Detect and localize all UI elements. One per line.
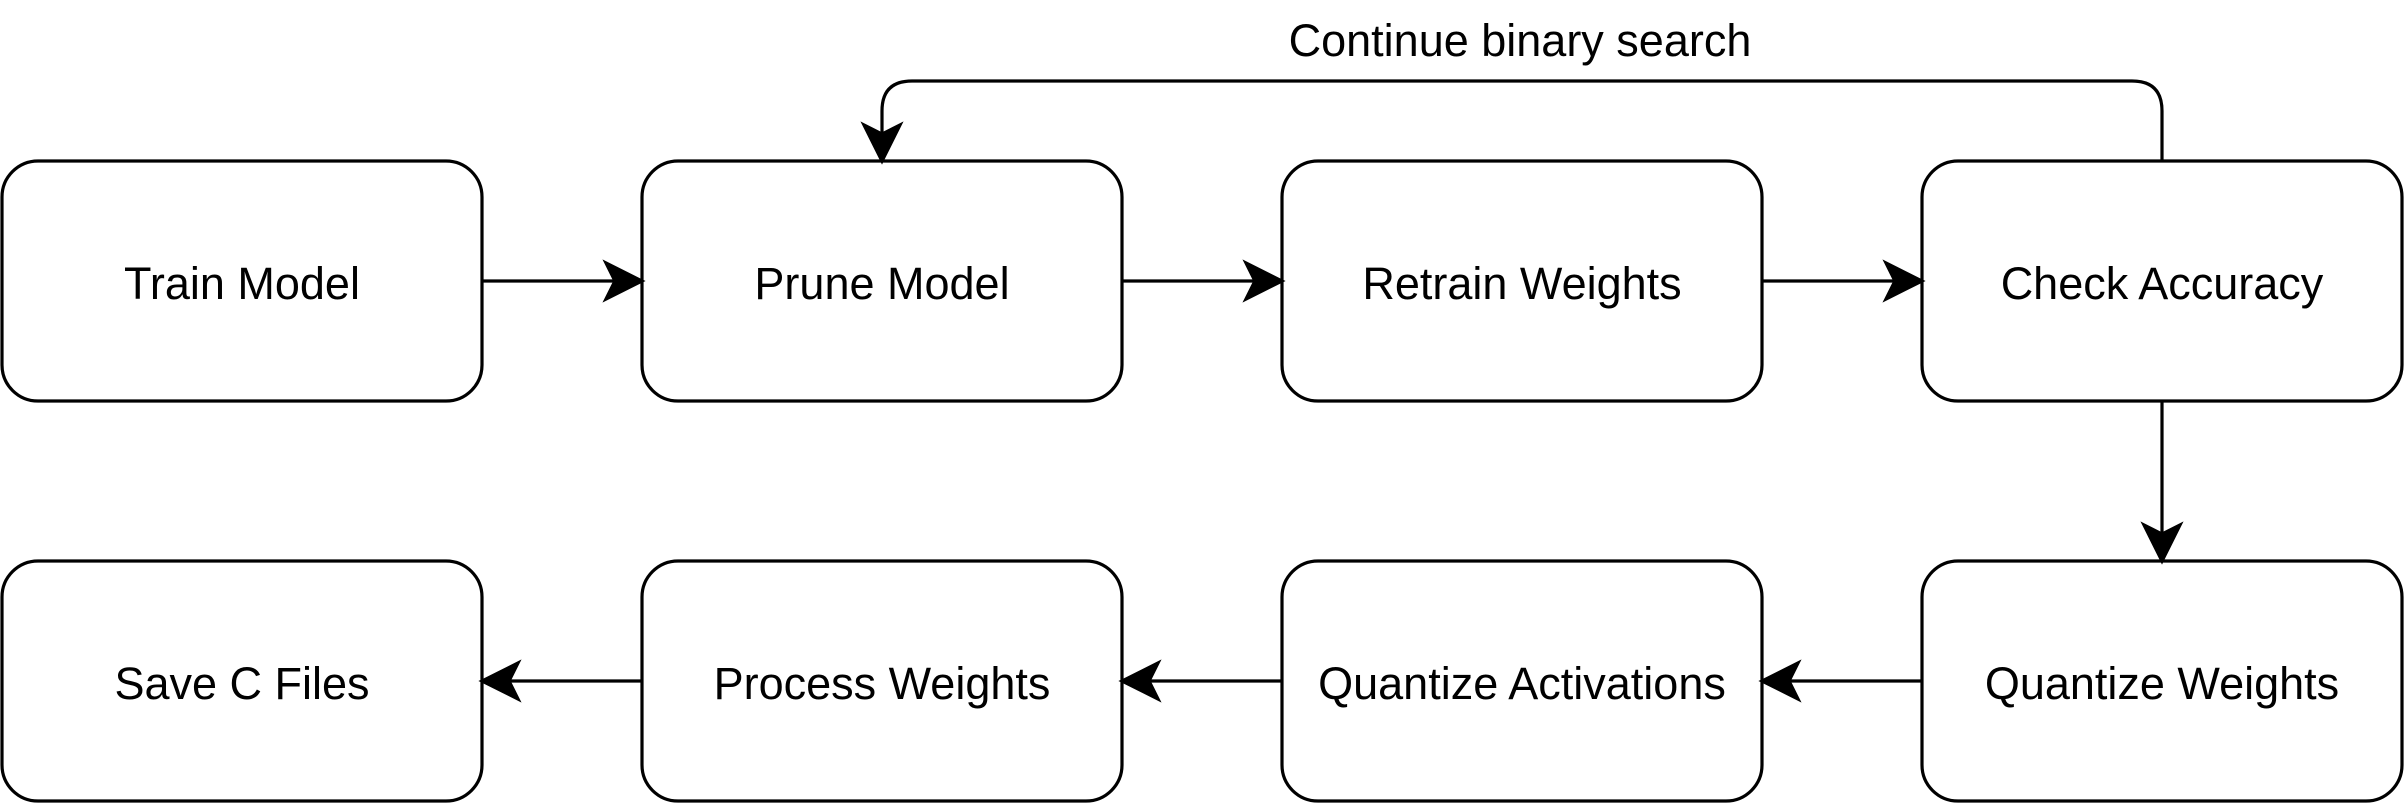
node-retrain-weights-label: Retrain Weights	[1362, 258, 1681, 309]
node-quantize-activations: Quantize Activations	[1280, 559, 1764, 803]
edge-train-to-prune	[482, 259, 646, 303]
node-quantize-activations-label: Quantize Activations	[1318, 658, 1726, 709]
node-train-model: Train Model	[0, 159, 484, 403]
node-train-model-label: Train Model	[124, 258, 360, 309]
edge-prune-to-retrain	[1122, 259, 1286, 303]
edge-process-to-save-arrowhead	[478, 659, 522, 703]
edge-quantize-weights-to-activations	[1758, 659, 1922, 703]
edge-check-to-quantize-weights-arrowhead	[2140, 521, 2184, 565]
edge-activations-to-process	[1118, 659, 1282, 703]
node-prune-model: Prune Model	[640, 159, 1124, 403]
edge-retrain-to-check	[1762, 259, 1926, 303]
edge-check-to-prune-loop-arrowhead	[860, 121, 904, 165]
node-process-weights: Process Weights	[640, 559, 1124, 803]
edge-prune-to-retrain-arrowhead	[1242, 259, 1286, 303]
edge-loop-label: Continue binary search	[1289, 15, 1752, 66]
edge-retrain-to-check-arrowhead	[1882, 259, 1926, 303]
edge-check-to-quantize-weights	[2140, 401, 2184, 565]
edge-quantize-weights-to-activations-arrowhead	[1758, 659, 1802, 703]
node-prune-model-label: Prune Model	[754, 258, 1009, 309]
node-process-weights-label: Process Weights	[714, 658, 1051, 709]
edge-activations-to-process-arrowhead	[1118, 659, 1162, 703]
node-quantize-weights-label: Quantize Weights	[1985, 658, 2339, 709]
edge-process-to-save	[478, 659, 642, 703]
node-save-c-files: Save C Files	[0, 559, 484, 803]
node-check-accuracy: Check Accuracy	[1920, 159, 2404, 403]
node-quantize-weights: Quantize Weights	[1920, 559, 2404, 803]
edge-check-to-prune-loop: Continue binary search	[860, 15, 2164, 165]
node-save-c-files-label: Save C Files	[114, 658, 369, 709]
node-check-accuracy-label: Check Accuracy	[2001, 258, 2324, 309]
node-retrain-weights: Retrain Weights	[1280, 159, 1764, 403]
edge-train-to-prune-arrowhead	[602, 259, 646, 303]
edge-check-to-prune-loop-line	[880, 79, 2164, 161]
